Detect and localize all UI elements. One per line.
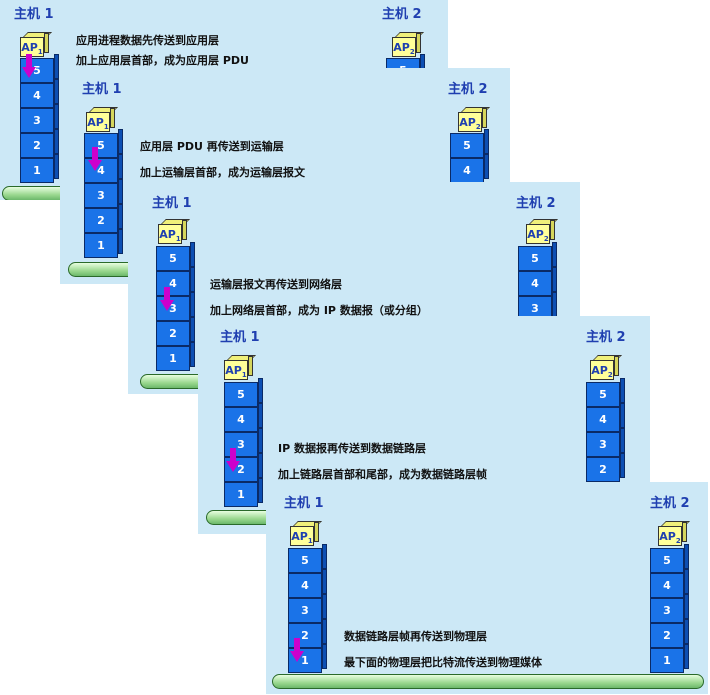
step-caption-line1: 运输层报文再传送到网络层: [210, 278, 342, 291]
host2-layer-4: 4: [586, 403, 625, 432]
down-arrow-icon: [160, 287, 174, 311]
host2-label: 主机 2: [650, 496, 690, 511]
host2-layer-5: 5: [586, 378, 625, 407]
host2-layer-3: 3: [650, 594, 689, 623]
ap2-box: AP2: [658, 521, 690, 546]
ap2-box: AP2: [590, 355, 622, 380]
host1-layer-2: 2: [84, 204, 123, 233]
host1-layer-3: 3: [20, 104, 59, 133]
host2-label: 主机 2: [586, 330, 626, 345]
host2-layer-1: 1: [650, 644, 689, 673]
step-caption-line1: 应用进程数据先传送到应用层: [76, 34, 219, 47]
step-caption-line1: IP 数据报再传送到数据链路层: [278, 442, 426, 455]
step-caption-line2: 最下面的物理层把比特流传送到物理媒体: [344, 656, 542, 669]
host1-layer-5: 5: [156, 242, 195, 271]
host1-label: 主机 1: [152, 196, 192, 211]
down-arrow-icon: [88, 147, 102, 171]
host1-label: 主机 1: [82, 82, 122, 97]
down-arrow-icon: [22, 54, 36, 78]
host2-layer-2: 2: [586, 453, 625, 482]
host2-label: 主机 2: [516, 196, 556, 211]
step-caption-line2: 加上运输层首部，成为运输层报文: [140, 166, 305, 179]
host2-layer-3: 3: [586, 428, 625, 457]
host1-layer-2: 2: [288, 619, 327, 648]
host1-layer-5: 5: [84, 129, 123, 158]
host1-label: 主机 1: [284, 496, 324, 511]
down-arrow-icon: [226, 448, 240, 472]
host1-layer-3: 3: [288, 594, 327, 623]
ap1-box: AP1: [224, 355, 256, 380]
step-caption-line1: 数据链路层帧再传送到物理层: [344, 630, 487, 643]
host2-label: 主机 2: [448, 82, 488, 97]
ap1-box: AP1: [290, 521, 322, 546]
host2-layer-4: 4: [518, 267, 557, 296]
step-caption-line1: 应用层 PDU 再传送到运输层: [140, 140, 284, 153]
ap1-box: AP1: [20, 32, 52, 57]
ap1-box: AP1: [86, 107, 118, 132]
host1-layer-4: 4: [288, 569, 327, 598]
step-caption-line2: 加上应用层首部，成为应用层 PDU: [76, 54, 249, 67]
host1-layer-4: 4: [224, 403, 263, 432]
host1-label: 主机 1: [14, 7, 54, 22]
ap2-box: AP2: [458, 107, 490, 132]
host1-layer-1: 1: [156, 342, 195, 371]
host1-layer-1: 1: [20, 154, 59, 183]
step-caption-line2: 加上网络层首部，成为 IP 数据报（或分组）: [210, 304, 428, 317]
host2-layer-4: 4: [650, 569, 689, 598]
host1-layer-2: 2: [20, 129, 59, 158]
host1-layer-5: 5: [224, 378, 263, 407]
host2-layer-5: 5: [650, 544, 689, 573]
physical-medium: [272, 674, 704, 689]
host1-label: 主机 1: [220, 330, 260, 345]
ap2-box: AP2: [392, 32, 424, 57]
host1-layer-1: 1: [224, 478, 263, 507]
host1-layer-3: 3: [84, 179, 123, 208]
step-panel-5: 主机 1 主机 2 AP1 AP2 5 4 3 2 1 5 4 3 2 1 数据…: [266, 482, 708, 694]
down-arrow-icon: [290, 638, 304, 662]
host2-layer-5: 5: [518, 242, 557, 271]
ap2-box: AP2: [526, 219, 558, 244]
host1-layer-1: 1: [84, 229, 123, 258]
step-caption-line2: 加上链路层首部和尾部，成为数据链路层帧: [278, 468, 487, 481]
host2-label: 主机 2: [382, 7, 422, 22]
host1-layer-4: 4: [20, 79, 59, 108]
host1-layer-4: 4: [156, 267, 195, 296]
host1-layer-3: 3: [224, 428, 263, 457]
host1-layer-5: 5: [288, 544, 327, 573]
host2-layer-2: 2: [650, 619, 689, 648]
host2-layer-5: 5: [450, 129, 489, 158]
ap1-box: AP1: [158, 219, 190, 244]
host2-layer-4: 4: [450, 154, 489, 183]
host1-layer-2: 2: [156, 317, 195, 346]
